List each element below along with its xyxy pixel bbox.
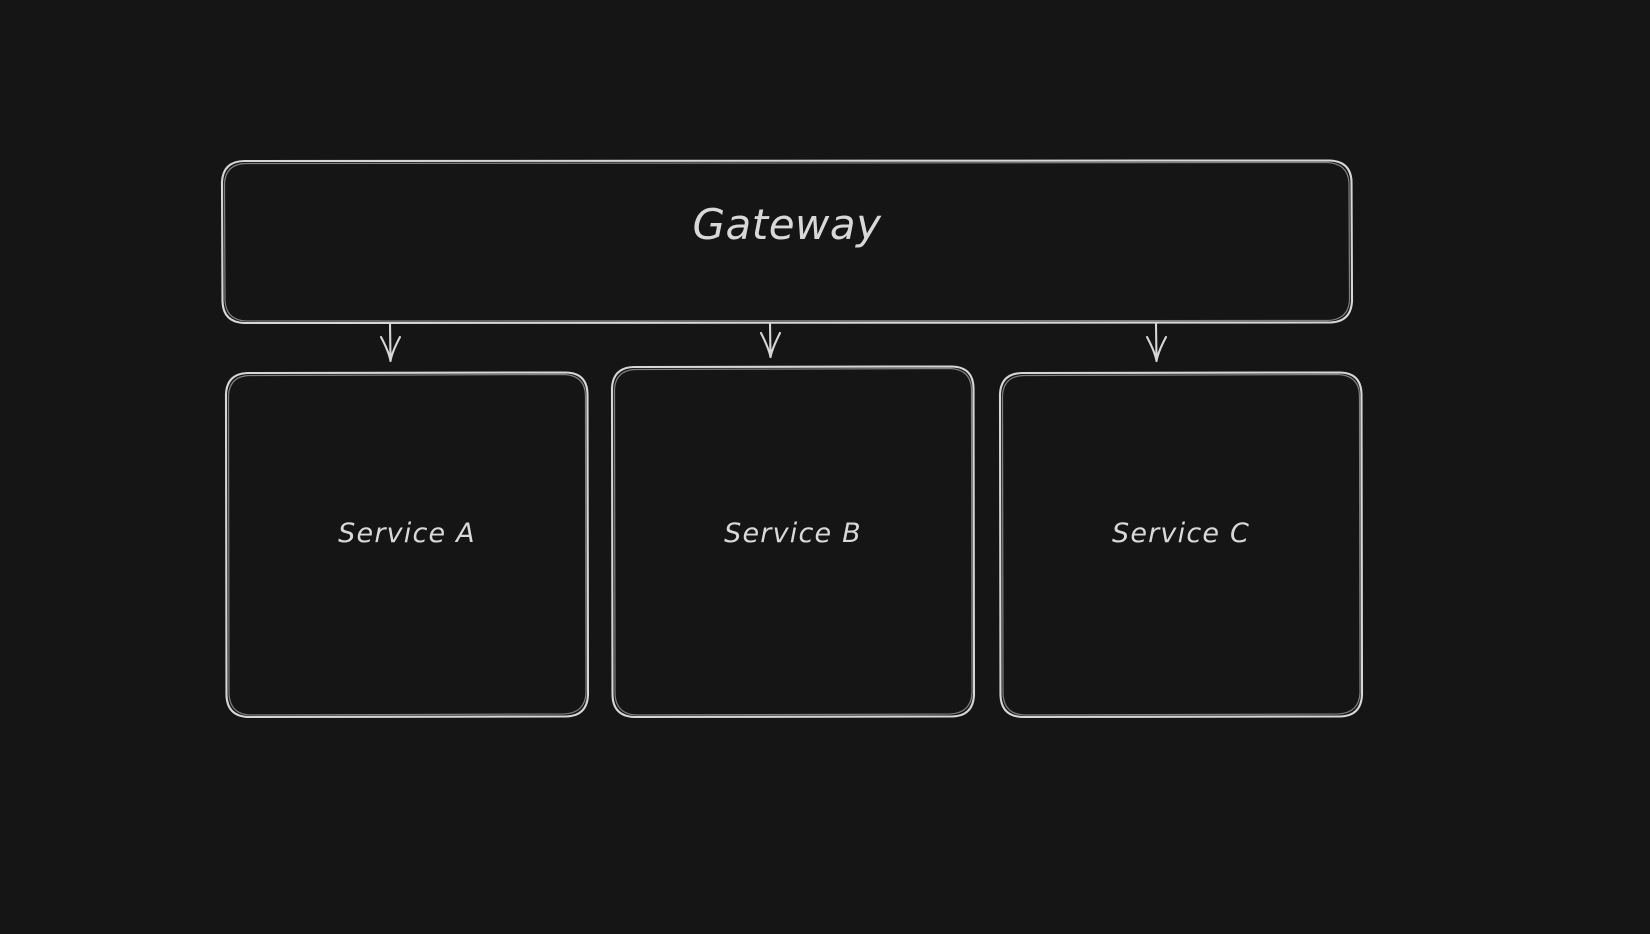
edge-gateway-service-a[interactable] [379,321,402,363]
node-service-a-shape[interactable] [224,371,590,719]
edge-gateway-service-b[interactable] [759,321,782,359]
edge-gateway-service-c[interactable] [1145,321,1168,363]
node-gateway-shape[interactable] [220,159,1354,325]
node-service-c-shape[interactable] [998,371,1364,719]
node-service-b-shape[interactable] [610,365,976,719]
